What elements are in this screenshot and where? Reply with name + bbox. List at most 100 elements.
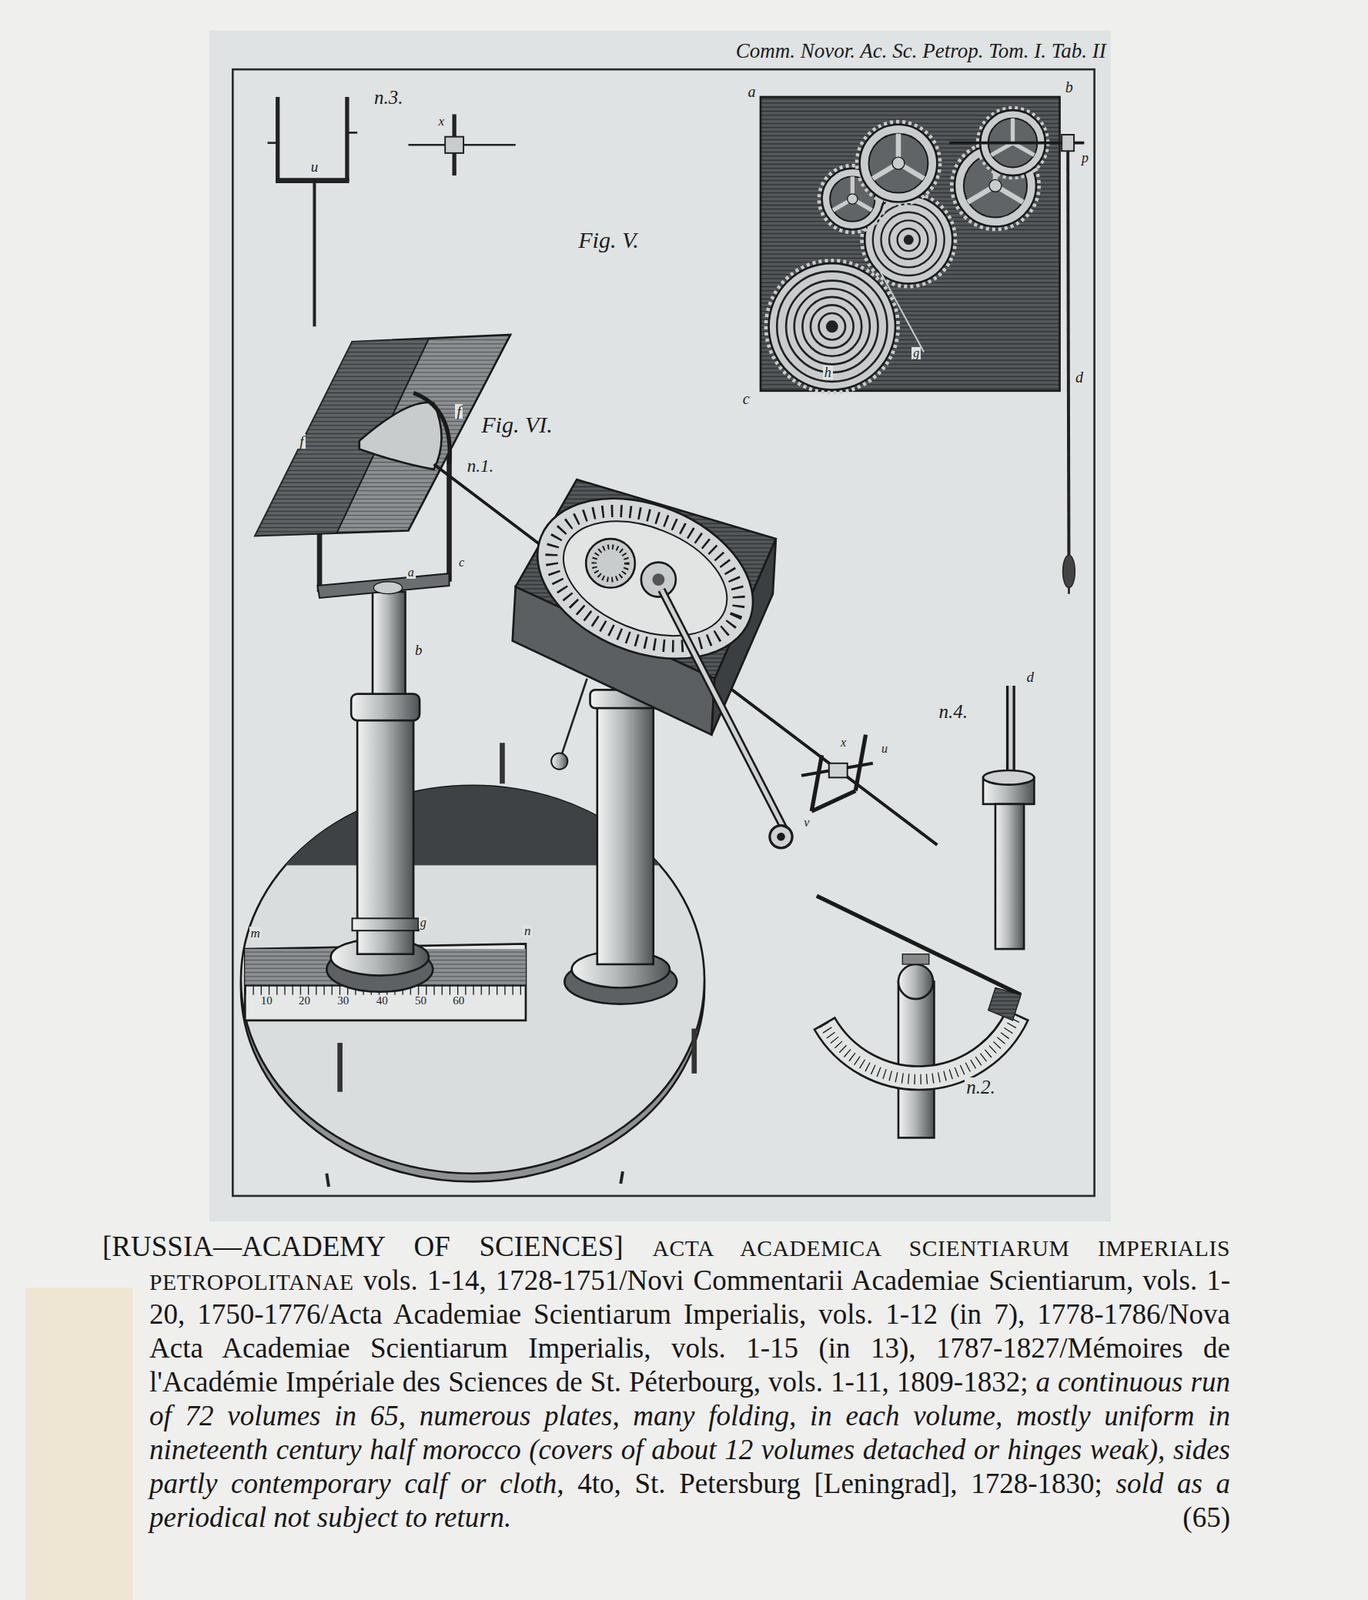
clockwork xyxy=(1010,118,1015,144)
mirror xyxy=(413,392,450,465)
base-disk xyxy=(326,1174,329,1188)
part-letter: x xyxy=(437,114,447,128)
quadrant-detail xyxy=(988,987,1021,1021)
clockwork xyxy=(769,263,896,390)
mirror xyxy=(255,334,512,536)
clockwork xyxy=(786,280,878,373)
dial-rod xyxy=(661,589,793,848)
clock-box xyxy=(512,468,777,736)
part-letter: p xyxy=(1080,150,1091,165)
part-letter: g xyxy=(911,347,921,360)
clockwork xyxy=(776,271,887,382)
clock-column xyxy=(551,678,677,1005)
clockwork xyxy=(889,220,928,259)
sight-fork xyxy=(801,735,873,812)
sight-rod xyxy=(434,464,938,846)
pendulum xyxy=(1061,134,1074,151)
pendulum xyxy=(1067,143,1069,567)
dial-rod xyxy=(661,589,784,829)
clock-column xyxy=(551,753,568,770)
fork-detail xyxy=(267,96,358,327)
base-disk xyxy=(499,742,506,784)
part-letter: c xyxy=(741,391,752,407)
clock-box xyxy=(513,468,777,690)
base-disk xyxy=(691,1029,697,1074)
clockwork xyxy=(897,228,920,251)
clockwork xyxy=(880,212,937,268)
part-letter: f xyxy=(454,404,462,419)
clockwork xyxy=(991,143,1014,156)
scale-number: 50 xyxy=(413,995,429,1007)
clockwork xyxy=(859,124,938,203)
dial-rod xyxy=(776,832,786,842)
part-letter: a xyxy=(406,566,416,579)
part-letter: b xyxy=(1063,79,1075,95)
figure-label: n.1. xyxy=(465,457,496,475)
sight-fork xyxy=(811,755,822,812)
post-detail xyxy=(983,770,1034,786)
dial-rod xyxy=(769,826,793,849)
figure-label: n.3. xyxy=(372,87,405,108)
clock-column xyxy=(561,678,587,756)
clockwork xyxy=(826,321,837,332)
sight-fork xyxy=(855,735,866,792)
base-disk xyxy=(620,1171,623,1185)
clockwork xyxy=(869,133,929,194)
clockwork xyxy=(872,204,945,276)
clockwork xyxy=(819,313,846,340)
part-letter: b xyxy=(413,642,425,658)
mirror xyxy=(359,402,442,470)
part-letter: n xyxy=(522,924,533,938)
clockwork xyxy=(1013,143,1035,156)
part-letter: c xyxy=(457,556,466,569)
scale-number: 40 xyxy=(374,995,390,1007)
clockwork xyxy=(904,235,914,245)
catalog-text: 4to, St. Petersburg [Leningrad], 1728-18… xyxy=(577,1468,1103,1500)
clockwork xyxy=(877,267,924,352)
page-ground xyxy=(25,1287,133,1600)
pendulum xyxy=(1067,588,1071,595)
clockwork xyxy=(892,157,905,170)
sight-rod xyxy=(434,464,938,846)
clockwork xyxy=(766,260,898,392)
clockwork xyxy=(776,271,887,382)
scale-number: 20 xyxy=(297,995,312,1007)
clock-box xyxy=(585,538,636,589)
clock-box xyxy=(531,484,760,673)
post-detail xyxy=(983,685,1034,950)
fork-detail xyxy=(275,177,349,184)
page-ground xyxy=(232,69,1094,1197)
part-letter: f xyxy=(297,434,305,449)
catalog-entry: [RUSSIA—ACADEMY OF SCIENCES] ACTA ACADEM… xyxy=(102,1230,1231,1536)
page-number: (65) xyxy=(1229,1501,1231,1536)
quadrant-detail xyxy=(814,896,1028,1138)
fork-detail xyxy=(347,131,358,134)
clockwork xyxy=(989,179,1002,192)
figure-label: Fig. VI. xyxy=(479,413,554,437)
post-detail xyxy=(1006,685,1016,778)
clockwork xyxy=(857,122,940,205)
part-letter: u xyxy=(309,159,321,174)
fork-detail xyxy=(267,141,278,144)
clockwork xyxy=(794,288,870,365)
pendulum xyxy=(1061,134,1075,595)
post-detail xyxy=(1008,685,1013,778)
scale-number: 30 xyxy=(335,995,351,1007)
part-letter: m xyxy=(249,926,262,940)
clockwork xyxy=(810,304,854,348)
clockwork xyxy=(847,193,858,205)
plate-title: Comm. Novor. Ac. Sc. Petrop. Tom. I. Tab… xyxy=(734,40,1108,62)
dial-rod xyxy=(661,589,784,829)
quadrant-detail xyxy=(898,964,934,1000)
part-letter: h xyxy=(822,365,833,380)
figure-label: Fig. V. xyxy=(576,228,641,252)
mirror-column xyxy=(317,573,449,599)
part-letter: x xyxy=(839,736,848,750)
scale-number: 60 xyxy=(451,995,466,1007)
post-detail xyxy=(995,804,1024,950)
figure-label: n.4. xyxy=(936,702,970,722)
clockwork xyxy=(760,96,1084,392)
base-disk xyxy=(337,1043,343,1093)
